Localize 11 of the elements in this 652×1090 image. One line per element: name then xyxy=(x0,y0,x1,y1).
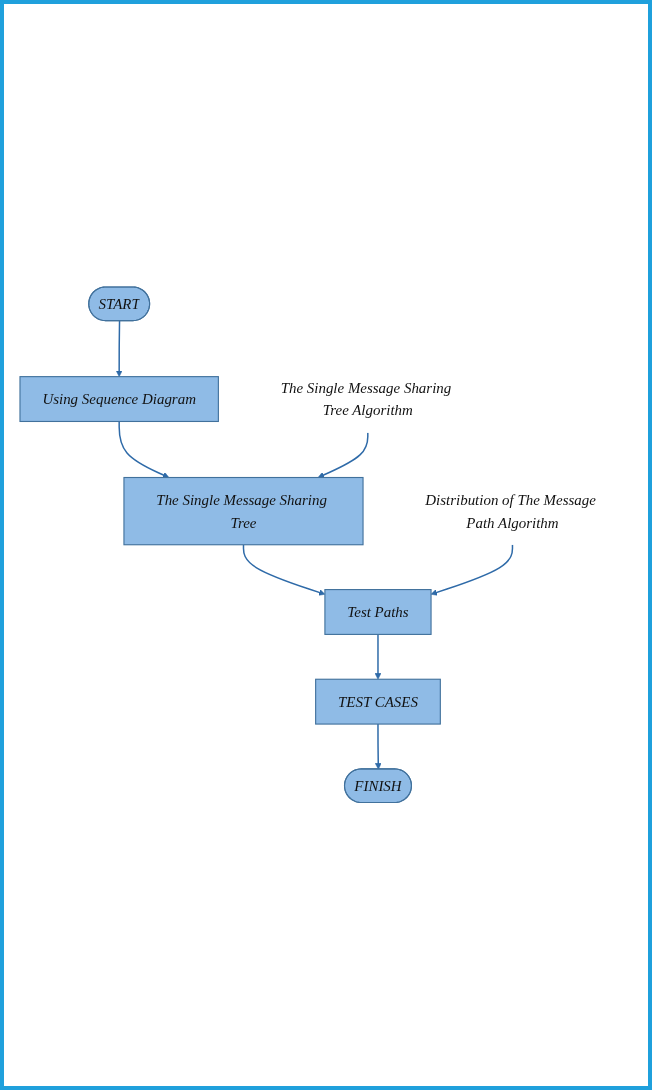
arrow xyxy=(317,432,369,479)
node-box: The Single Message Sharing Tree xyxy=(123,477,364,546)
arrow xyxy=(374,723,382,770)
arrow xyxy=(115,320,123,378)
node-box: Using Sequence Diagram xyxy=(19,376,219,423)
node-text: The Single Message Sharing Tree Algorithm xyxy=(280,379,452,419)
node-text: Distribution of The Message Path Algorithm xyxy=(425,491,596,531)
node-box: TEST CASES xyxy=(315,678,441,725)
node-box: Test Paths xyxy=(324,589,432,636)
arrow xyxy=(374,633,382,680)
arrow xyxy=(118,420,170,479)
